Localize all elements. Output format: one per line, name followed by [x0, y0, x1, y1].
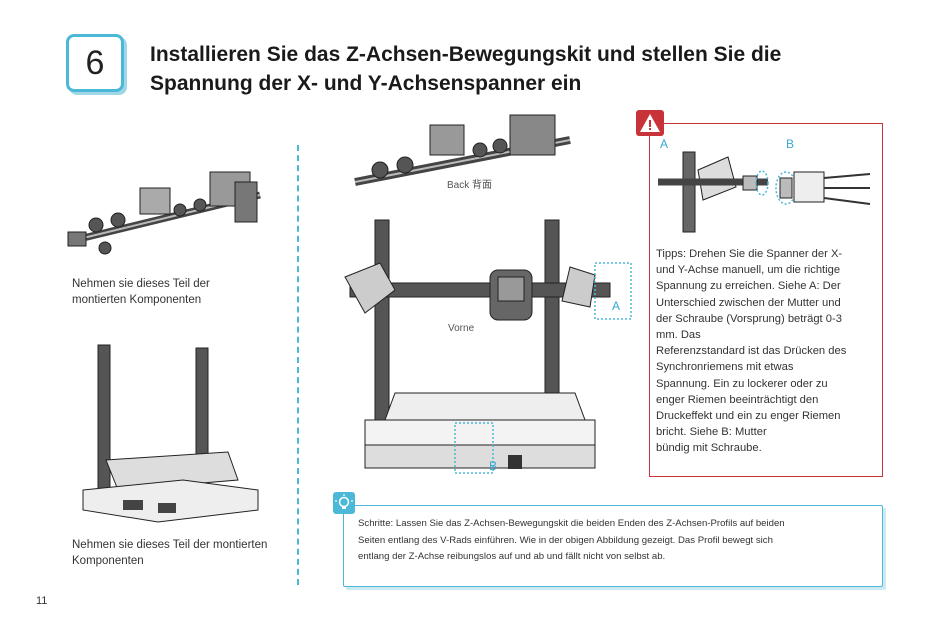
tips-line: Druckeffekt und ein zu enger Riemen — [656, 410, 841, 423]
tips-label-a: A — [660, 137, 669, 151]
page-title: Installieren Sie das Z-Achsen-Bewegungsk… — [150, 40, 910, 98]
tips-line: Synchronriemens mit etwas — [656, 361, 794, 374]
back-view-illustration — [354, 114, 571, 186]
tips-line: Spannung zu erreichen. Siehe A: Der — [656, 280, 841, 293]
tips-line: und Y-Achse manuell, um die richtige — [656, 264, 841, 277]
warning-icon — [636, 110, 664, 136]
caption-part-2: Nehmen sie dieses Teil der montierten Ko… — [72, 537, 267, 569]
caption-part-1: Nehmen sie dieses Teil der montierten Ko… — [72, 276, 210, 308]
steps-text: Schritte: Lassen Sie das Z-Achsen-Bewegu… — [358, 516, 868, 566]
title-line-1: Installieren Sie das Z-Achsen-Bewegungsk… — [150, 43, 782, 66]
tips-line: mm. Das — [656, 329, 701, 342]
tips-label-b: B — [786, 137, 795, 151]
steps-line: Seiten entlang des V-Rads einführen. Wie… — [358, 534, 773, 546]
tips-text: Tipps: Drehen Sie die Spanner der X- und… — [656, 246, 878, 457]
step-number: 6 — [85, 43, 105, 82]
caption-part-2-line-1: Nehmen sie dieses Teil der montierten — [72, 539, 268, 551]
caption-part-1-line-2: montierten Komponenten — [72, 294, 202, 306]
page-number: 11 — [36, 595, 48, 607]
tensioner-b-detail — [775, 171, 871, 205]
section-divider — [297, 145, 299, 585]
caption-part-1-line-1: Nehmen sie dieses Teil der — [72, 278, 210, 290]
tips-line: Referenzstandard ist das Drücken des — [656, 345, 847, 358]
tensioner-a-detail — [658, 151, 769, 233]
tips-line: bricht. Siehe B: Mutter — [656, 426, 767, 439]
callout-b-label: B — [489, 459, 498, 473]
caption-part-2-line-2: Komponenten — [72, 555, 144, 567]
front-label: Vorne — [448, 323, 475, 334]
step-number-badge: 6 — [66, 34, 124, 92]
z-axis-kit-illustration — [67, 171, 261, 255]
front-view-printer-illustration — [344, 219, 632, 474]
tips-line: Spannung. Ein zu lockerer oder zu — [656, 377, 828, 390]
callout-a-label: A — [612, 299, 621, 313]
title-line-2: Spannung der X- und Y-Achsenspanner ein — [150, 72, 582, 95]
steps-line: entlang der Z-Achse reibungslos auf und … — [358, 551, 666, 562]
tips-box — [649, 123, 883, 477]
lightbulb-icon — [333, 492, 355, 514]
tips-line: Unterschied zwischen der Mutter und — [656, 296, 841, 309]
steps-line: Schritte: Lassen Sie das Z-Achsen-Bewegu… — [358, 518, 785, 529]
tips-line: enger Riemen beeinträchtigt den — [656, 393, 819, 406]
back-label: Back 背面 — [447, 180, 493, 191]
steps-box — [343, 505, 883, 587]
tips-line: der Schraube (Vorsprung) beträgt 0-3 — [656, 312, 842, 325]
printer-base-illustration — [82, 344, 259, 523]
tips-line: Tipps: Drehen Sie die Spanner der X- — [656, 248, 843, 260]
tips-line: bündig mit Schraube. — [656, 442, 762, 455]
